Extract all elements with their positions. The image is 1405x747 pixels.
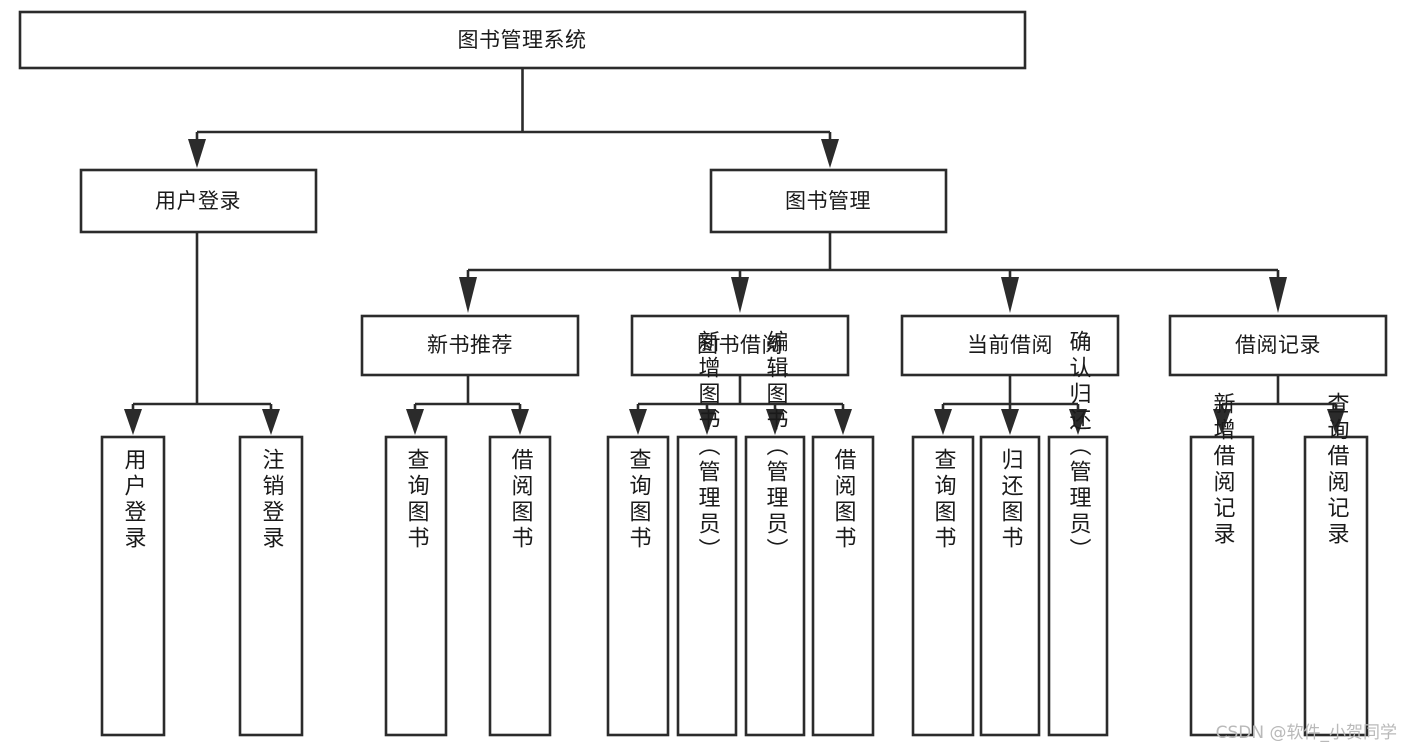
leaf-user-login-label: 用户登录 <box>121 448 147 552</box>
arrow-head-current-borrow <box>1001 277 1019 313</box>
leaf-add-book-admin-rect[interactable] <box>676 435 738 737</box>
arrow-head-leaf-user-login <box>124 409 142 435</box>
node-user-login[interactable]: 用户登录 <box>79 168 318 234</box>
arrow-head-new-book-recommend <box>459 277 477 313</box>
leaf-borrow-book-2-label: 借阅图书 <box>831 448 857 552</box>
node-current-borrow[interactable]: 当前借阅 <box>900 314 1120 377</box>
leaf-borrow-book-2-rect[interactable] <box>811 435 875 737</box>
leaf-user-login-rect[interactable] <box>100 435 166 737</box>
leaf-return-book-rect[interactable] <box>979 435 1041 737</box>
node-new-book-recommend-label: 新书推荐 <box>427 333 513 357</box>
arrow-head-leaf-query-book-1 <box>406 409 424 435</box>
leaf-edit-book-admin-label: 编辑图书（管理员） <box>763 330 789 564</box>
node-book-manage-rect[interactable] <box>709 168 948 234</box>
node-book-borrow[interactable]: 图书借阅 <box>630 314 850 377</box>
arrow-head-book-manage <box>821 139 839 168</box>
leaf-confirm-return-admin[interactable]: 确认归还（管理员） <box>1047 330 1109 737</box>
leaf-query-book-3[interactable]: 查询图书 <box>911 435 975 737</box>
leaf-query-book-1[interactable]: 查询图书 <box>384 435 448 737</box>
node-current-borrow-rect[interactable] <box>900 314 1120 377</box>
arrow-head-leaf-confirm-return-admin <box>1069 409 1087 435</box>
node-root-label: 图书管理系统 <box>458 28 587 52</box>
arrow-head-borrow-record <box>1269 277 1287 313</box>
node-book-manage[interactable]: 图书管理 <box>709 168 948 234</box>
arrow-head-book-borrow <box>731 277 749 313</box>
leaf-query-book-3-label: 查询图书 <box>931 448 957 552</box>
leaf-confirm-return-admin-rect[interactable] <box>1047 435 1109 737</box>
leaf-query-book-2-label: 查询图书 <box>626 448 652 552</box>
arrow-head-leaf-query-book-3 <box>934 409 952 435</box>
leaf-borrow-book-1-label: 借阅图书 <box>508 448 534 552</box>
node-book-borrow-rect[interactable] <box>630 314 850 377</box>
leaf-add-book-admin[interactable]: 新增图书（管理员） <box>676 330 738 737</box>
leaf-edit-book-admin-rect[interactable] <box>744 435 806 737</box>
leaf-confirm-return-admin-label: 确认归还（管理员） <box>1066 330 1092 564</box>
leaf-query-book-2[interactable]: 查询图书 <box>606 435 670 737</box>
node-book-borrow-label: 图书借阅 <box>697 333 783 357</box>
arrow-head-leaf-borrow-book-1 <box>511 409 529 435</box>
leaf-add-borrow-record-rect[interactable] <box>1189 435 1255 737</box>
leaf-return-book[interactable]: 归还图书 <box>979 435 1041 737</box>
leaf-query-book-1-label: 查询图书 <box>404 448 430 552</box>
connector-layer <box>124 68 1345 435</box>
leaf-logout-login-rect[interactable] <box>238 435 304 737</box>
arrow-head-leaf-return-book <box>1001 409 1019 435</box>
leaf-edit-book-admin[interactable]: 编辑图书（管理员） <box>744 330 806 737</box>
leaf-borrow-book-1[interactable]: 借阅图书 <box>488 435 552 737</box>
leaf-logout-login-label: 注销登录 <box>259 448 285 552</box>
node-book-manage-label: 图书管理 <box>785 189 871 213</box>
csdn-watermark: CSDN @软件_小贺同学 <box>1215 723 1397 743</box>
leaf-user-login[interactable]: 用户登录 <box>100 435 166 737</box>
arrow-head-leaf-borrow-book-2 <box>834 409 852 435</box>
node-user-login-rect[interactable] <box>79 168 318 234</box>
node-current-borrow-label: 当前借阅 <box>967 333 1053 357</box>
node-borrow-record-rect[interactable] <box>1168 314 1388 377</box>
node-borrow-record[interactable]: 借阅记录 <box>1168 314 1388 377</box>
leaf-borrow-book-1-rect[interactable] <box>488 435 552 737</box>
leaf-query-book-1-rect[interactable] <box>384 435 448 737</box>
arrow-head-user-login <box>188 139 206 168</box>
arrow-head-leaf-logout-login <box>262 409 280 435</box>
node-borrow-record-label: 借阅记录 <box>1235 333 1321 357</box>
leaf-logout-login[interactable]: 注销登录 <box>238 435 304 737</box>
arrow-head-leaf-query-borrow-record <box>1327 409 1345 435</box>
arrow-head-leaf-edit-book-admin <box>766 409 784 435</box>
leaf-borrow-book-2[interactable]: 借阅图书 <box>811 435 875 737</box>
arrow-head-leaf-query-book-2 <box>629 409 647 435</box>
node-root[interactable]: 图书管理系统 <box>18 10 1027 70</box>
arrow-head-leaf-add-book-admin <box>698 409 716 435</box>
leaf-return-book-label: 归还图书 <box>998 448 1024 552</box>
leaf-query-book-2-rect[interactable] <box>606 435 670 737</box>
leaf-query-borrow-record-label: 查询借阅记录 <box>1324 392 1350 548</box>
node-new-book-recommend[interactable]: 新书推荐 <box>360 314 580 377</box>
leaf-add-book-admin-label: 新增图书（管理员） <box>695 330 721 564</box>
node-new-book-recommend-rect[interactable] <box>360 314 580 377</box>
leaf-add-borrow-record[interactable]: 新增借阅记录 <box>1189 392 1255 737</box>
leaf-add-borrow-record-label: 新增借阅记录 <box>1210 392 1236 548</box>
node-user-login-label: 用户登录 <box>155 189 241 213</box>
leaf-query-book-3-rect[interactable] <box>911 435 975 737</box>
node-root-rect[interactable] <box>18 10 1027 70</box>
arrow-head-leaf-add-borrow-record <box>1213 409 1231 435</box>
leaf-query-borrow-record[interactable]: 查询借阅记录 <box>1303 392 1369 737</box>
leaf-query-borrow-record-rect[interactable] <box>1303 435 1369 737</box>
